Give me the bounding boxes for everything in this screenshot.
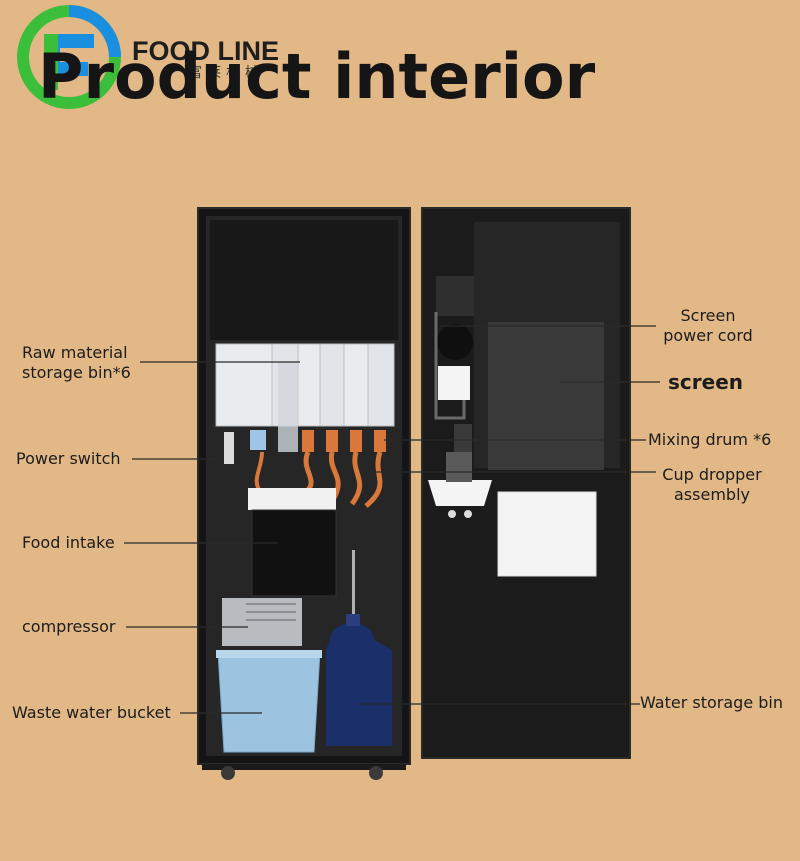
screen-panel-icon xyxy=(488,322,604,470)
power-switch-icon xyxy=(224,432,234,464)
brand-logo-icon xyxy=(17,5,121,109)
label-screen-power-cord: Screen power cord xyxy=(656,306,760,346)
label-cup-dropper-line1: Cup dropper xyxy=(662,465,762,484)
raw-material-bins-icon xyxy=(215,343,395,452)
right-door xyxy=(421,207,631,759)
label-screen: screen xyxy=(668,370,743,394)
label-water-storage-bin: Water storage bin xyxy=(640,693,783,712)
cup-dropper-icon xyxy=(428,452,492,518)
food-intake-icon xyxy=(248,488,337,597)
compressor-icon xyxy=(222,598,302,646)
label-cup-dropper-line2: assembly xyxy=(674,485,750,504)
label-food-intake: Food intake xyxy=(22,533,115,552)
brand-name: FOOD LINE xyxy=(132,36,279,66)
label-screen-power-cord-line1: Screen xyxy=(680,306,736,325)
page-title: Product interior xyxy=(38,40,596,113)
label-power-switch: Power switch xyxy=(16,449,121,468)
label-mixing-drum: Mixing drum *6 xyxy=(648,430,772,449)
brand-subtitle: 富莱机械 xyxy=(188,65,264,81)
mixing-drums-icon xyxy=(250,430,386,508)
door-window-icon xyxy=(497,491,597,577)
waste-water-bucket-icon xyxy=(216,650,322,753)
label-raw-material-line2: storage bin*6 xyxy=(22,363,131,382)
label-compressor: compressor xyxy=(22,617,116,636)
water-storage-bin-icon xyxy=(326,550,392,746)
label-screen-power-cord-line2: power cord xyxy=(663,326,753,345)
label-raw-material-line1: Raw material xyxy=(22,343,128,362)
label-raw-material: Raw material storage bin*6 xyxy=(22,343,131,383)
label-cup-dropper: Cup dropper assembly xyxy=(654,465,770,505)
label-waste-water-bucket: Waste water bucket xyxy=(12,703,171,722)
